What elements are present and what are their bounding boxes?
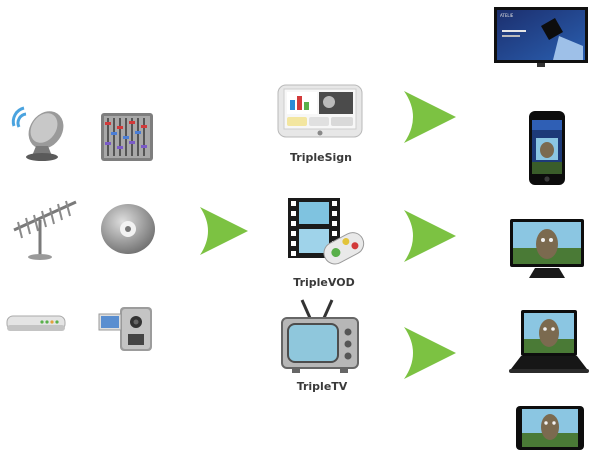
digital-signage-tablet-icon (277, 84, 363, 138)
camera-icon (98, 307, 152, 351)
arrow-right-icon (404, 210, 456, 262)
antenna-icon (13, 200, 77, 260)
product-label-triplevod: TripleVOD (293, 276, 355, 289)
product-label-triplesign: TripleSign (290, 151, 352, 164)
disc-icon (101, 204, 155, 254)
product-label-tripletv: TripleTV (296, 380, 348, 393)
film-reel-icon (288, 198, 365, 265)
billboard-display-icon (494, 7, 588, 67)
retro-tv-icon (281, 299, 359, 373)
flat-tv-icon (510, 219, 584, 278)
router-icon (6, 315, 66, 331)
arrow-right-icon (200, 207, 248, 255)
laptop-icon (509, 310, 589, 373)
arrow-right-icon (404, 91, 456, 143)
arrow-right-icon (404, 327, 456, 379)
smartphone-icon (529, 111, 565, 185)
billboard-screen-text: ATELIE (500, 13, 514, 18)
mixer-board-icon (101, 113, 153, 161)
tablet-icon (516, 406, 584, 450)
satellite-dish-icon (11, 106, 64, 161)
